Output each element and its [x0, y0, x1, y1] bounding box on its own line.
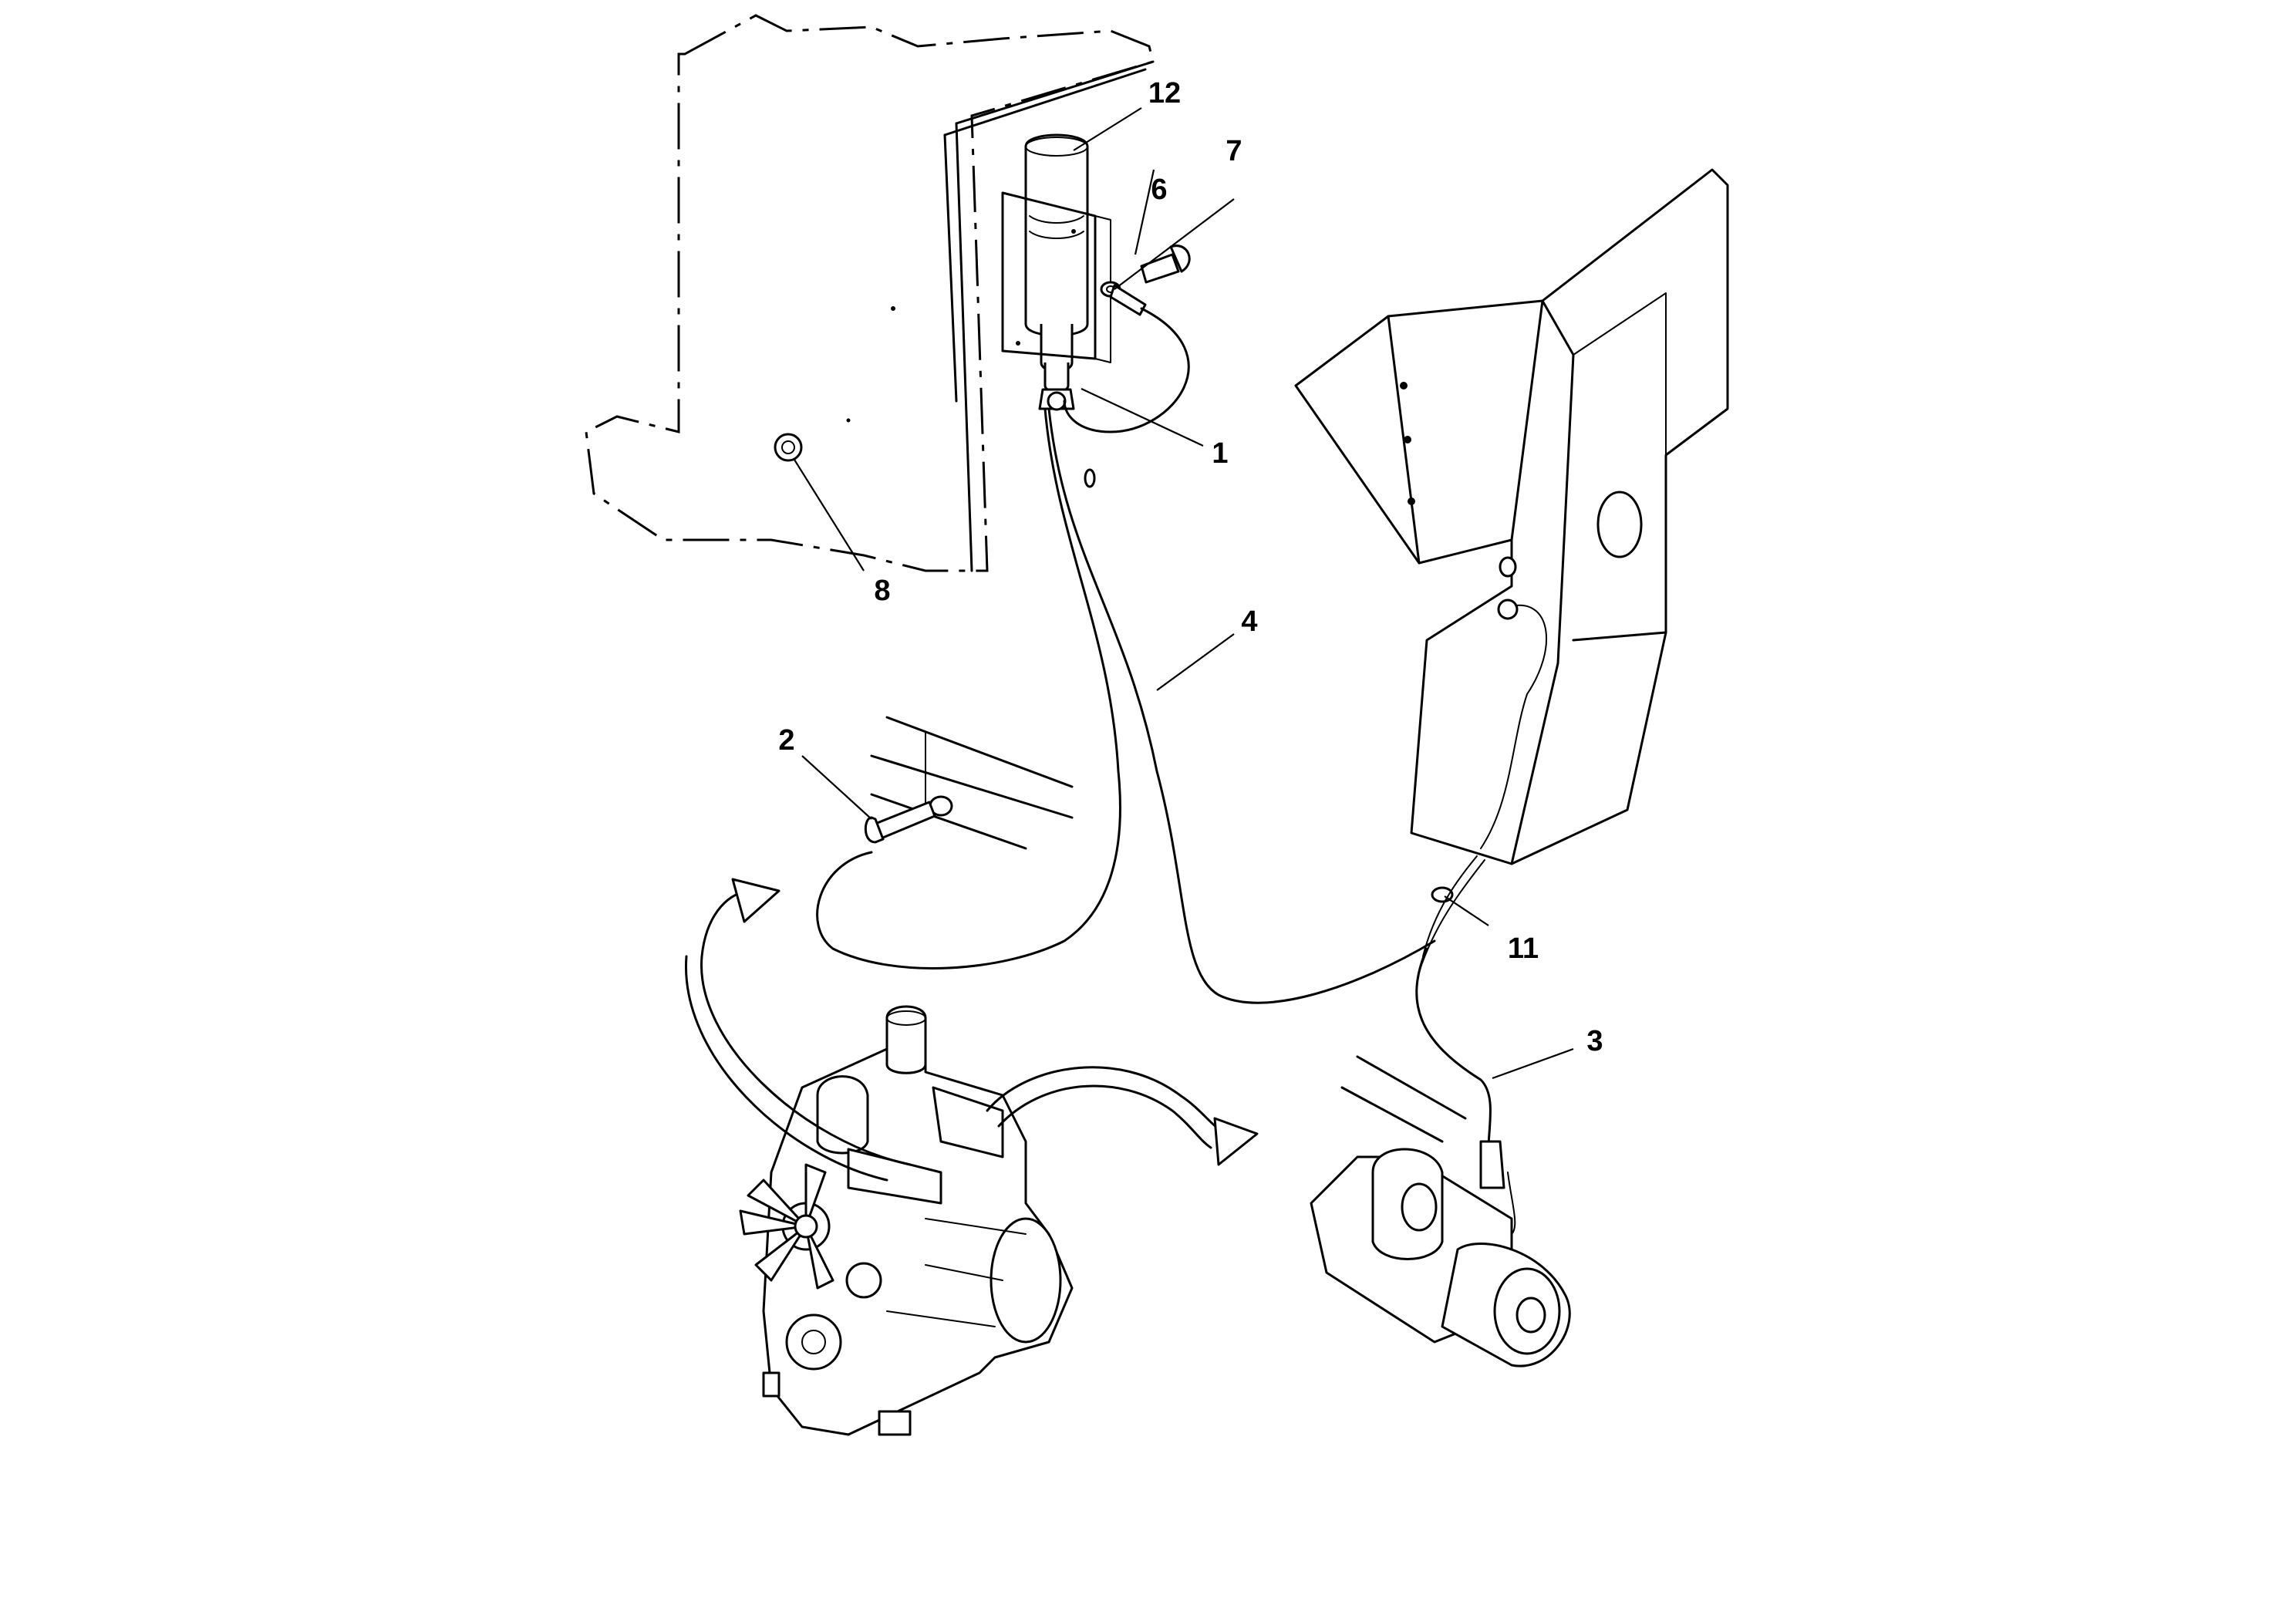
wire-harness [816, 307, 1436, 1004]
callout-4: 4 [1241, 605, 1257, 638]
callout-8: 8 [874, 575, 890, 607]
left-frame-panel [585, 14, 1155, 572]
sender-1 [1038, 388, 1075, 411]
callout-7: 7 [1226, 135, 1242, 167]
filter-cartridge-12 [1024, 133, 1089, 393]
nut-8 [774, 433, 803, 462]
cable-clip-11 [1418, 855, 1485, 973]
starter-motor [1310, 1055, 1571, 1367]
leader-lines [794, 107, 1574, 1080]
wire-3 [1415, 947, 1516, 1235]
curved-arrow-left [685, 878, 912, 1182]
callout-12: 12 [1148, 77, 1181, 110]
callout-11: 11 [1508, 932, 1539, 965]
engine [739, 1005, 1074, 1436]
instrument-housing [1294, 168, 1729, 865]
callout-1: 1 [1212, 437, 1228, 470]
sensor-2 [864, 716, 1074, 850]
callout-2: 2 [778, 724, 794, 757]
callout-3: 3 [1586, 1025, 1603, 1057]
washer-6 [1100, 281, 1147, 316]
callout-labels: 12 7 6 1 8 4 2 11 3 [778, 77, 1603, 1057]
callout-6: 6 [1151, 174, 1167, 206]
bolt-7 [1140, 244, 1191, 284]
curved-arrow-right [986, 1066, 1259, 1166]
